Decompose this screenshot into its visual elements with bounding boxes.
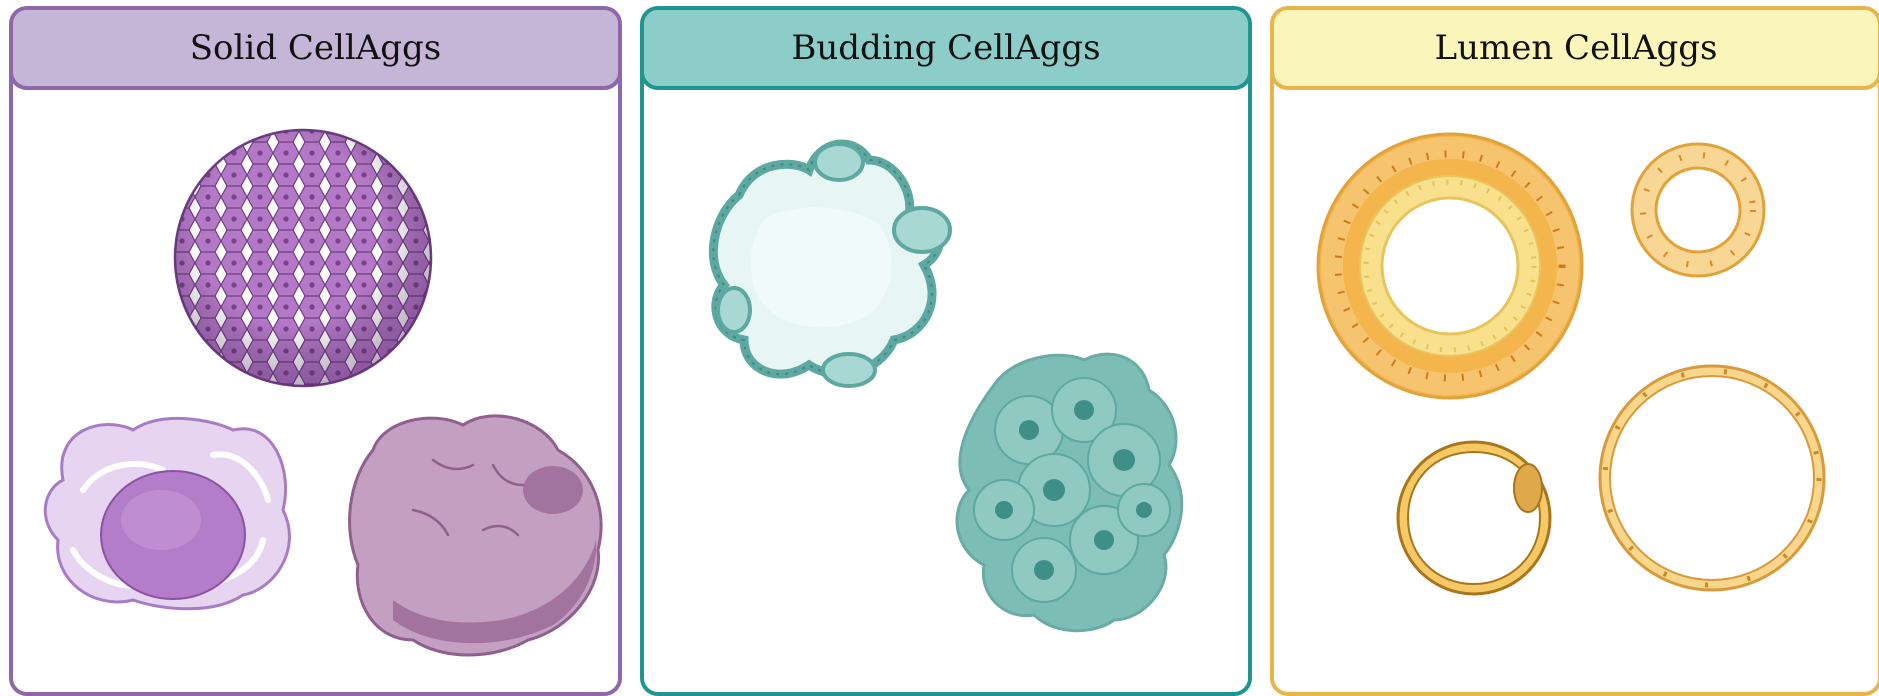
budding-cell-cluster (957, 354, 1182, 631)
solid-spheroid-cells (175, 130, 431, 386)
solid-aggregate-light (45, 418, 289, 608)
solid-cellaggs-illustrations (13, 10, 622, 696)
budding-cellaggs-panel: Budding CellAggs (640, 6, 1252, 696)
solid-aggregate-dark (350, 416, 601, 655)
lumen-cellaggs-panel: Lumen CellAggs (1270, 6, 1879, 696)
lumen-cyst-large (1318, 134, 1582, 398)
lumen-cellaggs-illustrations (1274, 10, 1879, 696)
budding-cellaggs-illustrations (644, 10, 1252, 696)
lumen-single-cell (1398, 442, 1550, 594)
lumen-thin-wall-cyst (1600, 366, 1824, 590)
lumen-cyst-small (1632, 144, 1764, 276)
solid-cellaggs-panel: Solid CellAggs (9, 6, 622, 696)
budding-organoid (713, 144, 950, 386)
